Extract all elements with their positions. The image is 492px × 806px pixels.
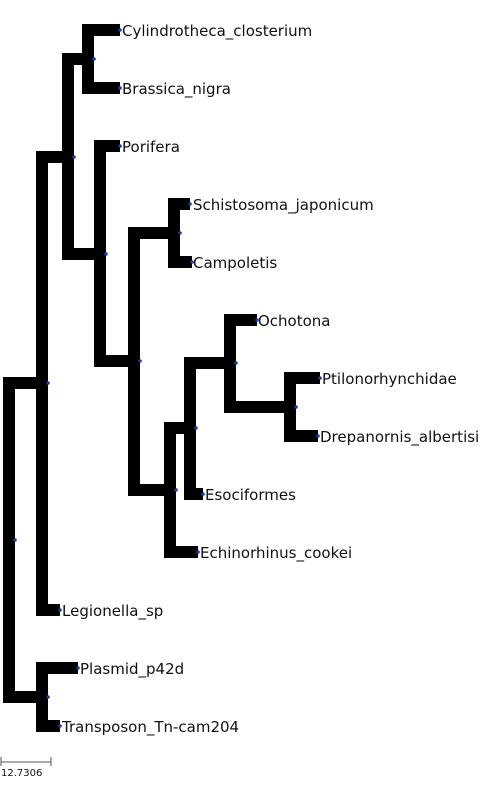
tip-node-ptilonorhynchidae (318, 376, 322, 380)
clade-ochotona-esociformes-vertical (184, 357, 196, 500)
tip-node-cylindrotheca (118, 28, 122, 32)
clade-schistosoma-echinorhinus-vertical (128, 227, 140, 496)
branch-drepanornis (284, 430, 318, 442)
clade-ochotona-birds-vertical (224, 314, 236, 413)
leaf-label-ptilonorhynchidae: Ptilonorhynchidae (322, 370, 457, 388)
tree-branches (3, 24, 320, 732)
clade-plants-metazoa-node (72, 155, 76, 159)
clade-porifera-rest-vertical (94, 140, 106, 367)
branch-brassica (82, 82, 120, 94)
clade-echinorhinus-vertical (164, 422, 176, 558)
branch-esociformes (184, 488, 203, 500)
branch-to-clade-ocho-eso (164, 422, 184, 434)
scale-bar-label: 12.7306 (1, 768, 42, 779)
clade-echinorhinus-node (174, 488, 178, 492)
clade-plasmid-transposon-vertical (36, 662, 48, 732)
tip-node-ochotona (255, 318, 259, 322)
tip-node-brassica (118, 86, 122, 90)
tip-node-campoletis (190, 260, 194, 264)
tip-node-plasmid (76, 666, 80, 670)
scale-bar: 12.7306 (0, 757, 52, 779)
branch-to-clade-schisto (128, 227, 168, 239)
branch-to-clade-ochotona (184, 357, 224, 369)
clade-with-legionella-node (46, 381, 50, 385)
branch-to-clade-echino (128, 484, 164, 496)
clade-schistosoma-echinorhinus-node (138, 359, 142, 363)
branch-ptilonorhynchidae (284, 372, 320, 384)
clade-schistosoma-campoletis-vertical (168, 198, 180, 268)
clade-porifera-rest-node (104, 252, 108, 256)
clade-plants-metazoa-vertical (62, 53, 74, 260)
leaf-label-schistosoma-japonicum: Schistosoma_japonicum (193, 196, 374, 215)
branch-porifera (94, 140, 120, 152)
leaf-label-cylindrotheca-closterium: Cylindrotheca_closterium (122, 22, 312, 41)
branch-to-clade-cylindro (62, 53, 82, 65)
leaf-label-brassica-nigra: Brassica_nigra (122, 80, 231, 99)
tip-node-esociformes (201, 492, 205, 496)
branch-transposon (36, 720, 60, 732)
leaf-label-campoletis: Campoletis (193, 254, 277, 272)
tip-node-echinorhinus (196, 550, 200, 554)
branch-to-clade-schisto-echino (94, 355, 128, 367)
tip-node-drepanornis (316, 434, 320, 438)
branch-to-clade-legionella (3, 377, 36, 389)
leaf-label-transposon-tn-cam204: Transposon_Tn-cam204 (61, 718, 239, 737)
branch-cylindrotheca (82, 24, 120, 36)
leaf-label-porifera: Porifera (122, 138, 180, 156)
leaf-label-ochotona: Ochotona (258, 312, 331, 330)
branch-schistosoma (168, 198, 190, 210)
branch-to-clade-plants (36, 151, 62, 163)
tree-labels: Cylindrotheca_closterium Brassica_nigra … (61, 22, 479, 737)
clade-cylindrotheca-brassica-vertical (82, 24, 94, 94)
tip-node-legionella (58, 608, 62, 612)
root-clade-node (13, 538, 17, 542)
leaf-label-esociformes: Esociformes (205, 486, 296, 504)
branch-ochotona (224, 314, 257, 326)
leaf-label-plasmid-p42d: Plasmid_p42d (80, 660, 184, 679)
leaf-label-legionella-sp: Legionella_sp (62, 602, 163, 621)
leaf-label-drepanornis-albertisi: Drepanornis_albertisi (320, 428, 479, 447)
clade-ptilo-drepanornis-vertical (284, 372, 296, 442)
clade-with-legionella-vertical (36, 151, 48, 616)
clade-ochotona-esociformes-node (194, 426, 198, 430)
clade-ochotona-birds-node (234, 361, 238, 365)
branch-campoletis (168, 256, 192, 268)
branch-to-clade-ptilo (224, 401, 284, 413)
clade-schistosoma-campoletis-node (178, 231, 182, 235)
leaf-label-echinorhinus-cookei: Echinorhinus_cookei (200, 544, 352, 563)
branch-plasmid (36, 662, 78, 674)
branch-to-clade-porifera (62, 248, 94, 260)
clade-plasmid-transposon-node (46, 695, 50, 699)
branch-legionella (36, 604, 60, 616)
tip-node-schistosoma (188, 202, 192, 206)
clade-cylindrotheca-brassica-node (92, 57, 96, 61)
root-clade-vertical (3, 377, 15, 703)
tree-nodes (13, 28, 322, 728)
tip-node-porifera (118, 144, 122, 148)
branch-echinorhinus (164, 546, 198, 558)
tip-node-transposon (58, 724, 62, 728)
clade-ptilo-drepanornis-node (294, 405, 298, 409)
branch-to-clade-plasmid (3, 691, 36, 703)
